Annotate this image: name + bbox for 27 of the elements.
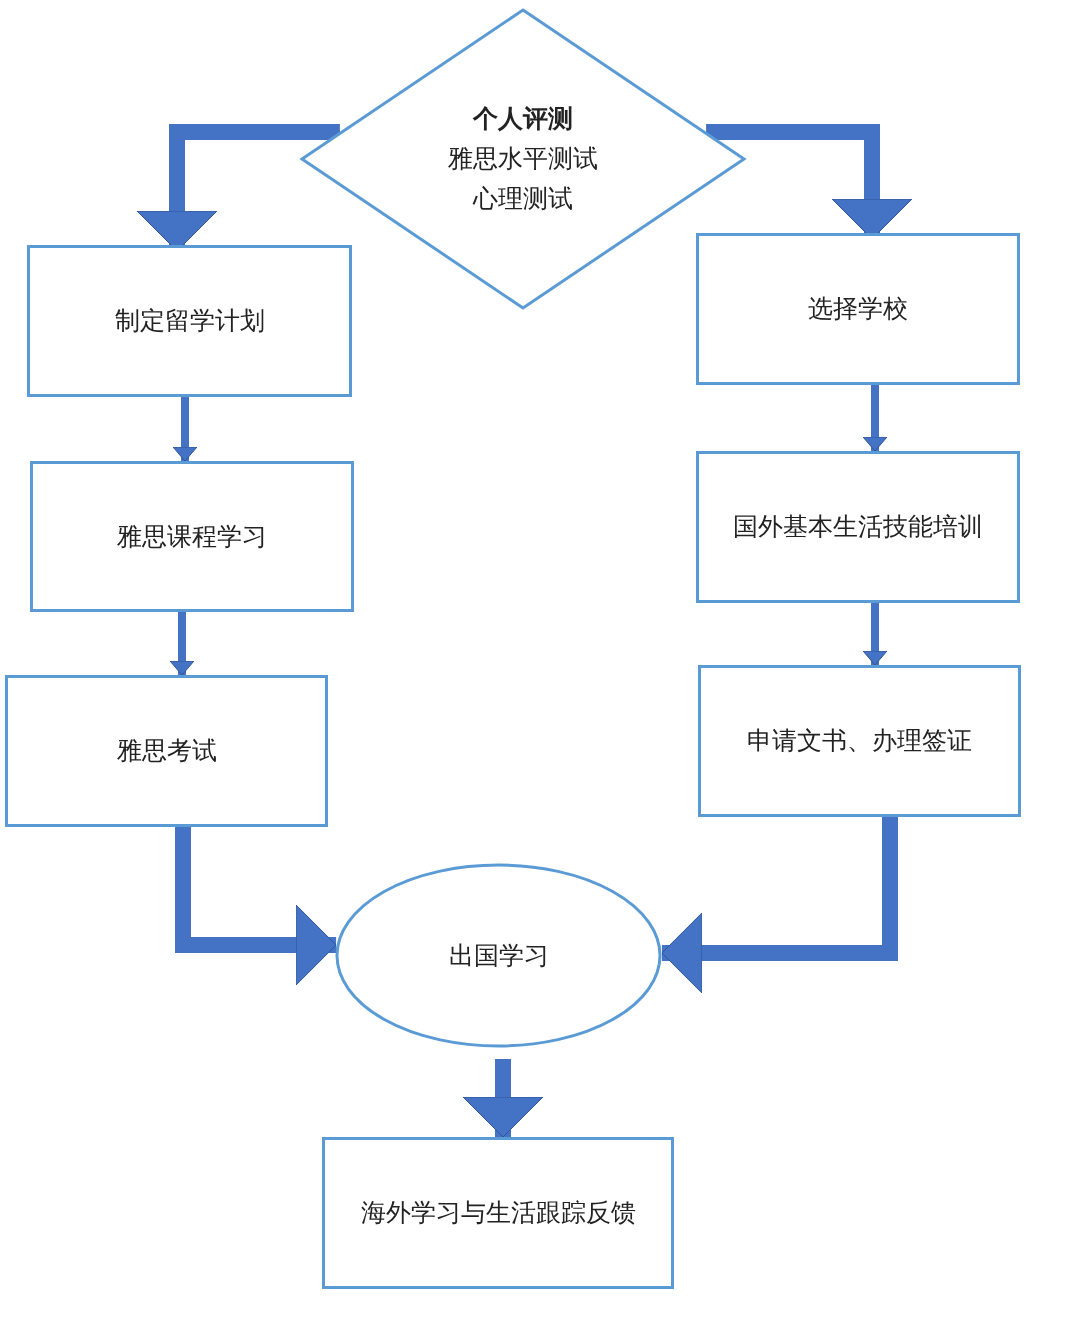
- arrow: [175, 827, 337, 986]
- node-label: 国外基本生活技能培训: [733, 511, 983, 543]
- process-box: [5, 675, 328, 827]
- node-label: 心理测试: [473, 183, 573, 215]
- decision-diamond: [300, 8, 746, 310]
- process-box: [30, 461, 354, 612]
- process-box: [696, 233, 1020, 385]
- node-label: 制定留学计划: [114, 305, 265, 337]
- arrow: [862, 385, 888, 452]
- node-label: 选择学校: [808, 293, 908, 325]
- node-label: 海外学习与生活跟踪反馈: [360, 1197, 636, 1229]
- process-box: [698, 665, 1021, 817]
- process-box: [322, 1137, 674, 1289]
- node-label: 申请文书、办理签证: [747, 725, 972, 757]
- process-box: [27, 245, 352, 397]
- arrow: [862, 603, 888, 666]
- diamond-heading: 个人评测: [473, 103, 573, 135]
- arrow: [462, 1059, 544, 1138]
- node-label: 雅思课程学习: [117, 520, 267, 553]
- arrow: [661, 817, 898, 994]
- node-label: 雅思考试: [116, 735, 217, 767]
- node-label: 出国学习: [448, 939, 549, 972]
- ellipse-node: [335, 863, 662, 1048]
- node-label: 雅思水平测试: [448, 143, 598, 175]
- process-box: [696, 451, 1020, 603]
- arrow: [169, 612, 195, 676]
- arrow: [172, 397, 198, 462]
